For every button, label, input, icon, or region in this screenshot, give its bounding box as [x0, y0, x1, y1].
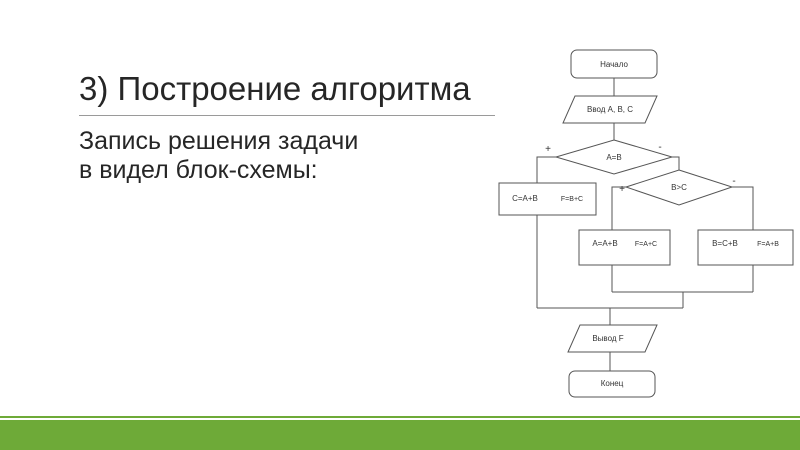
- body-line-1: Запись решения задачи: [79, 127, 359, 155]
- cond1-label: А=В: [606, 153, 621, 162]
- body-line-2: в видел блок-схемы:: [79, 156, 318, 184]
- slide-title: 3) Построение алгоритма: [79, 70, 471, 107]
- cond1-diamond: [554, 139, 674, 175]
- box-right: [697, 229, 794, 266]
- box-right-label-a: В=С+В: [712, 239, 738, 248]
- input-label: Ввод А, В, С: [587, 105, 633, 114]
- connector-cond1-no: [672, 156, 680, 170]
- accent-line: [0, 416, 800, 418]
- cond1-no-label: -: [658, 142, 661, 153]
- box-right-label-b: F=А+В: [757, 241, 779, 248]
- box-mid-label-a: А=А+В: [592, 239, 617, 248]
- connector-cond2-yes: [611, 186, 626, 230]
- cond2-no-label: -: [732, 176, 735, 187]
- output-parallelogram: [567, 324, 658, 353]
- input-parallelogram: [562, 95, 658, 124]
- box-left-label-a: С=А+В: [512, 194, 538, 203]
- connector-cond1-yes: [536, 156, 556, 183]
- cond2-label: В>С: [671, 183, 687, 192]
- box-mid: [578, 229, 671, 266]
- flowchart-svg: Начало Ввод А, В, С А=В + - С=А+В F=В+С …: [498, 49, 794, 398]
- start-label: Начало: [600, 60, 628, 69]
- flowchart-image: Начало Ввод А, В, С А=В + - С=А+В F=В+С …: [495, 40, 800, 410]
- end-label: Конец: [601, 379, 624, 388]
- accent-bar: [0, 420, 800, 450]
- end-terminal: [568, 370, 656, 398]
- cond2-diamond: [624, 169, 734, 206]
- box-left-label-b: F=В+С: [561, 196, 583, 203]
- cond2-yes-label: +: [619, 184, 625, 195]
- box-left: [498, 182, 597, 216]
- title-underline: [79, 115, 509, 116]
- connector-cond2-no: [732, 186, 754, 230]
- cond1-yes-label: +: [545, 144, 551, 155]
- slide-body: Запись решения задачи в видел блок-схемы…: [79, 127, 479, 185]
- output-label: Вывод F: [592, 334, 623, 343]
- box-mid-label-b: F=А+С: [635, 241, 657, 248]
